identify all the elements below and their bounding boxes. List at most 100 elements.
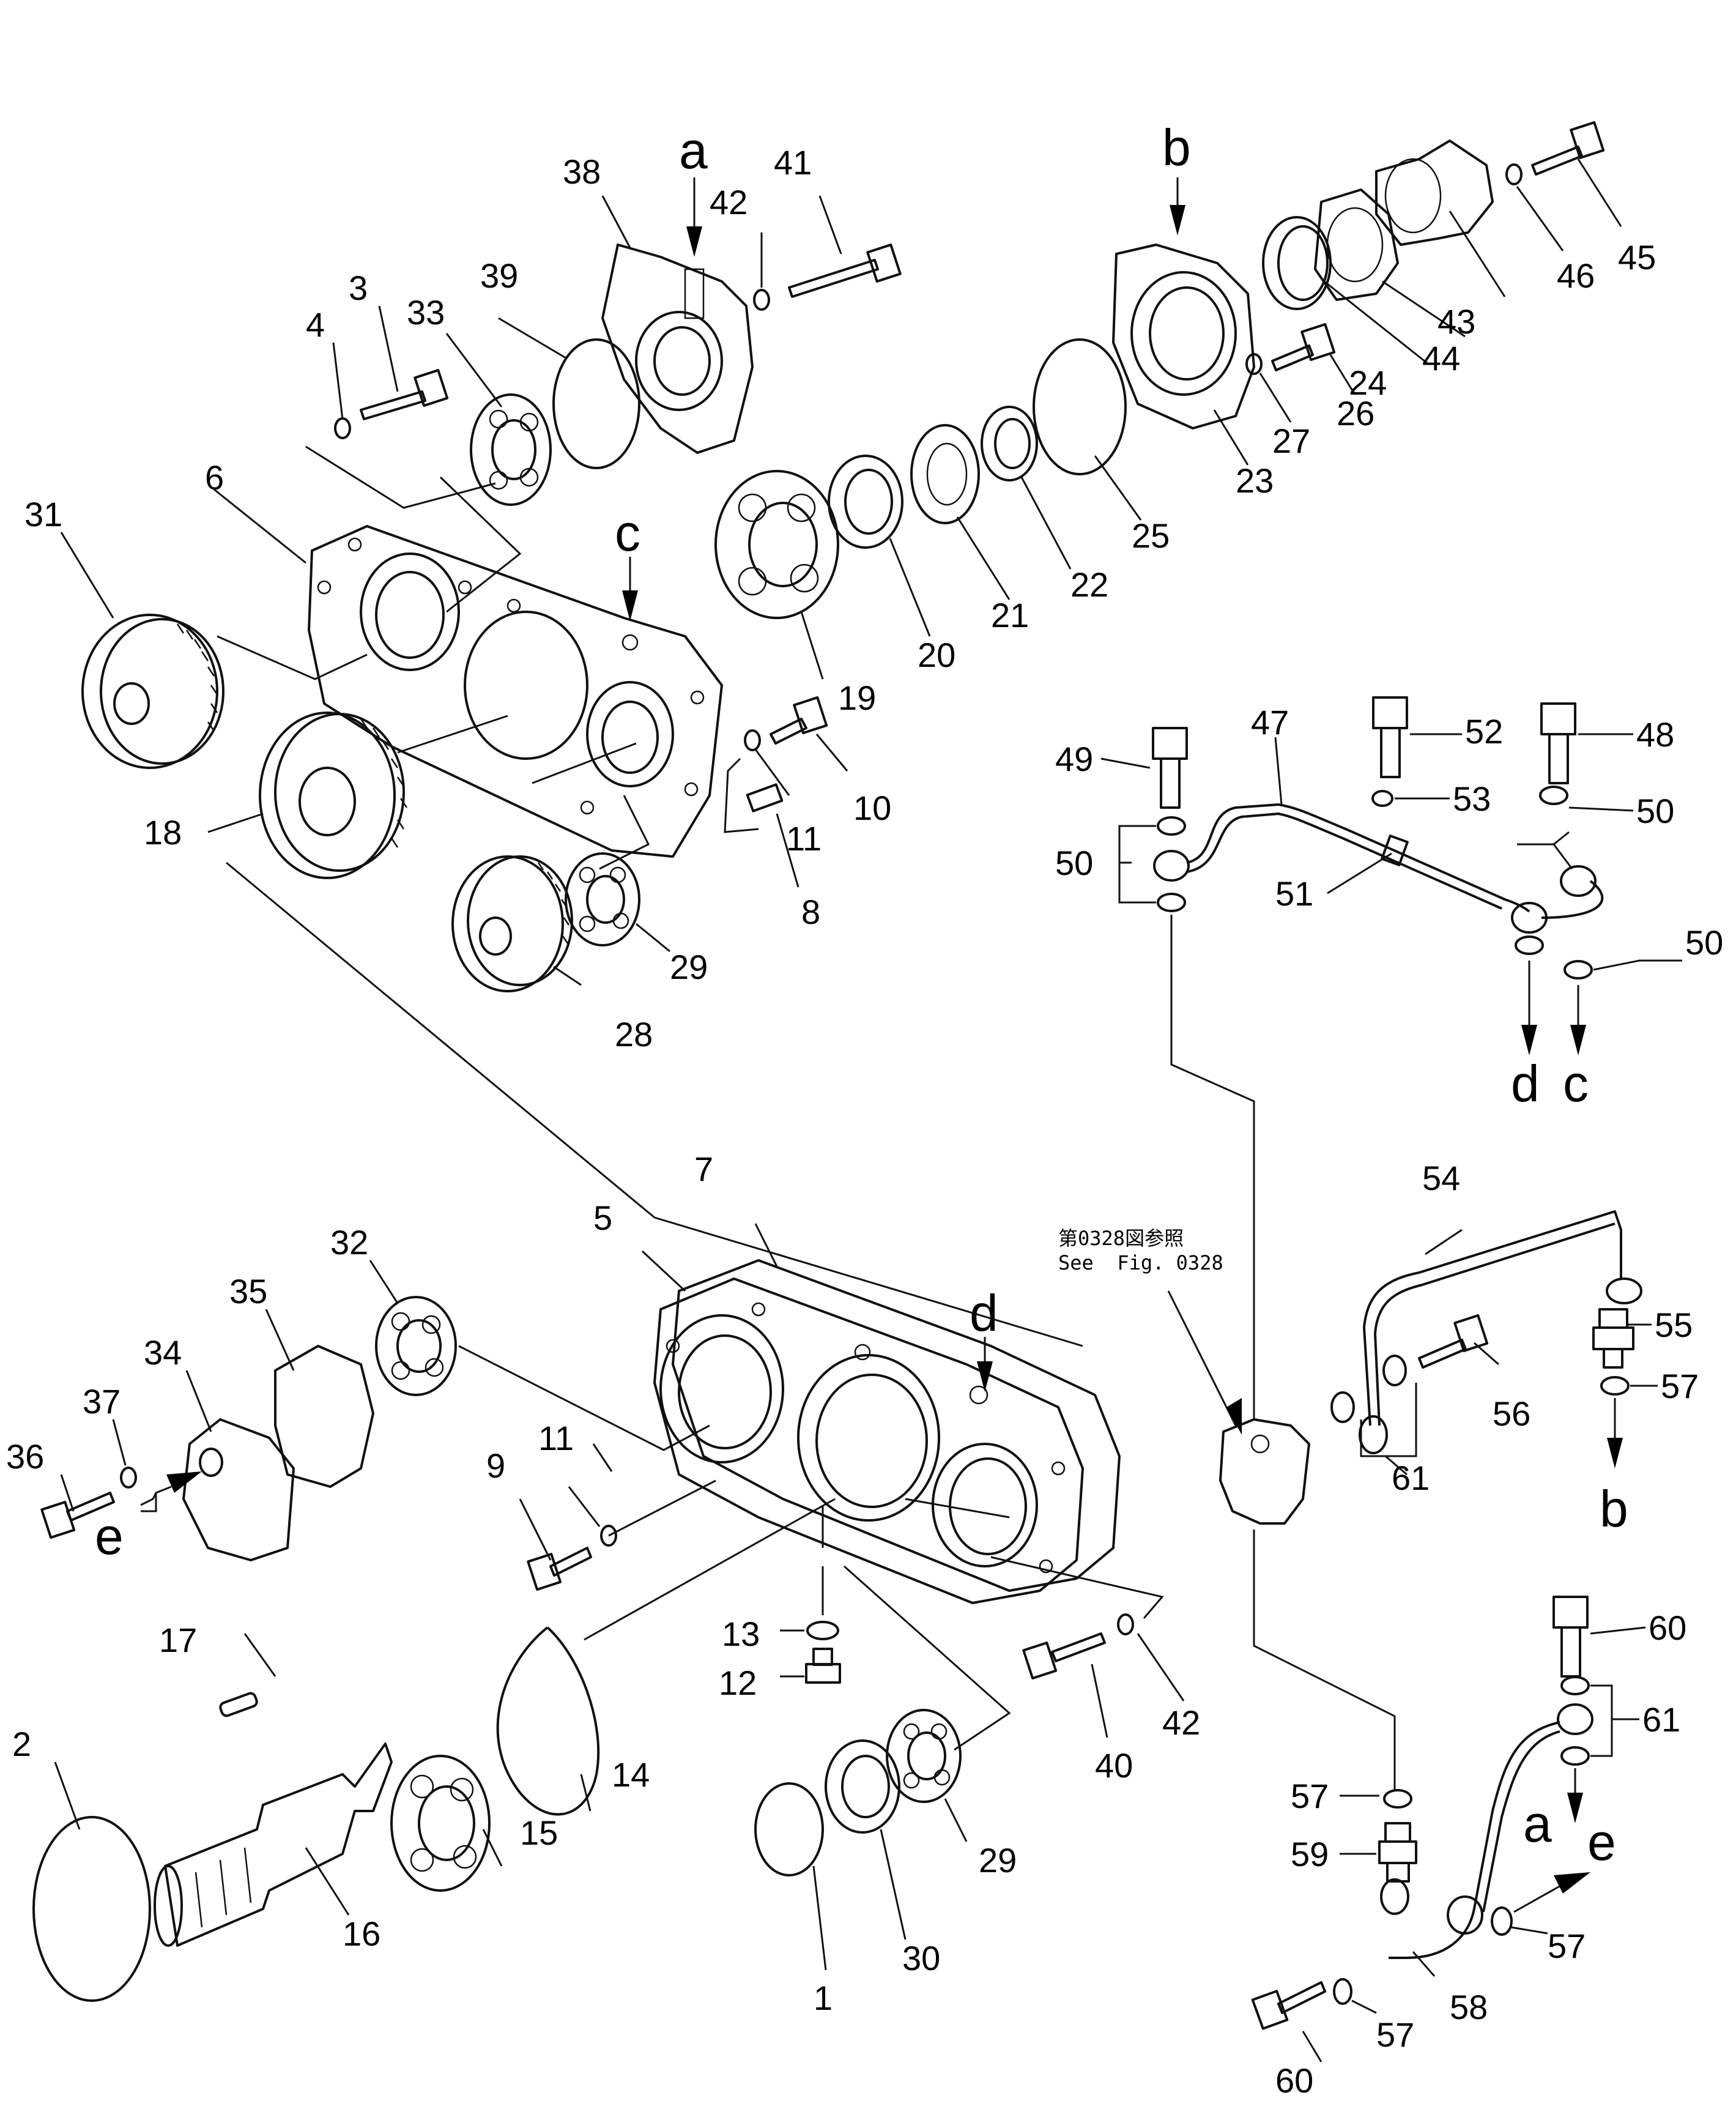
label-60-lower: 60 (1275, 2061, 1313, 2100)
part-50-washer-1 (1157, 816, 1186, 836)
part-60-bolt-lower (1251, 1981, 1326, 2030)
label-61-upper: 61 (1392, 1459, 1430, 1497)
label-25: 25 (1132, 516, 1170, 555)
label-32: 32 (330, 1223, 368, 1262)
label-1: 1 (814, 1979, 833, 2017)
part-26-bolt (1271, 323, 1336, 371)
label-60-upper: 60 (1649, 1608, 1686, 1647)
part-59-connector (1378, 1822, 1417, 1883)
part-50-washer-5 (1564, 960, 1593, 980)
part-42-washer-upper (753, 289, 770, 311)
label-21: 21 (991, 596, 1029, 634)
part-37-washer (120, 1467, 137, 1489)
part-20-race (828, 455, 903, 549)
letter-c-top: c (615, 504, 640, 562)
part-60-bolt-upper (1552, 1596, 1589, 1678)
part-41-bolt (788, 244, 902, 298)
part-61-washer-c (1560, 1676, 1590, 1695)
label-20: 20 (918, 636, 955, 674)
part-44-shim (1314, 188, 1399, 301)
part-6-cover (308, 525, 723, 858)
part-48-banjo-bolt (1540, 702, 1576, 784)
label-15: 15 (520, 1813, 558, 1852)
letter-labels: a b c d e d c b a e (95, 119, 1628, 1871)
part-58-pipe (1389, 1703, 1593, 1959)
label-58: 58 (1450, 1988, 1488, 2026)
part-18-gear (259, 712, 408, 879)
label-17: 17 (159, 1621, 197, 1659)
valve-block (1219, 1418, 1310, 1525)
label-56: 56 (1493, 1394, 1530, 1433)
label-50-left: 50 (1055, 844, 1093, 882)
label-28: 28 (615, 1015, 653, 1054)
part-17-key (219, 1692, 258, 1717)
part-49-banjo-bolt (1152, 727, 1188, 809)
part-45-bolt (1531, 121, 1605, 176)
letter-a-right: a (1523, 1795, 1552, 1853)
label-4: 4 (306, 305, 325, 344)
part-25-o-ring (1033, 338, 1127, 475)
part-57-washer-3 (1380, 1878, 1409, 1915)
part-61-washer-d (1560, 1746, 1590, 1766)
part-7-gasket (672, 1259, 1121, 1592)
reference-note: 第0328図参照 See Fig. 0328 (1058, 1227, 1223, 1274)
label-5: 5 (593, 1199, 612, 1237)
part-42-washer-lower (1117, 1613, 1134, 1635)
label-19: 19 (838, 679, 876, 717)
reference-en: See Fig. 0328 (1058, 1251, 1223, 1274)
label-57-right: 57 (1548, 1927, 1586, 1965)
part-30-race (825, 1739, 900, 1834)
label-42-lower: 42 (1162, 1703, 1200, 1742)
part-47-pipe (1153, 803, 1604, 934)
label-59: 59 (1291, 1835, 1329, 1873)
part-15-bearing (390, 1755, 491, 1892)
label-6: 6 (205, 458, 224, 497)
part-28-gear (451, 855, 573, 992)
part-50-washer-4 (1515, 935, 1544, 955)
part-23-housing (1112, 244, 1255, 429)
label-51: 51 (1275, 874, 1313, 913)
label-7: 7 (694, 1150, 713, 1188)
part-40-bolt (1022, 1632, 1106, 1680)
part-5-case (653, 1277, 1084, 1604)
label-57-bottom: 57 (1376, 2015, 1414, 2054)
label-16: 16 (343, 1914, 380, 1953)
part-50-washer-3 (1539, 786, 1568, 805)
part-34-cover (182, 1418, 295, 1561)
part-number-labels: 1 2 3 4 5 6 7 8 9 10 11 11 12 13 14 15 1… (6, 143, 1723, 2100)
label-8: 8 (801, 893, 820, 931)
part-46-washer (1505, 163, 1523, 185)
part-36-bolt (40, 1492, 115, 1539)
label-22: 22 (1070, 565, 1108, 604)
part-61-washer-b (1382, 1355, 1407, 1386)
label-13: 13 (722, 1615, 760, 1653)
label-49: 49 (1055, 740, 1093, 778)
part-9-bolt (527, 1547, 592, 1591)
part-13-o-ring (806, 1621, 839, 1640)
part-57-washer-1 (1600, 1376, 1630, 1396)
part-55-connector (1592, 1308, 1634, 1369)
part-53-washer (1371, 790, 1393, 807)
label-54: 54 (1422, 1159, 1460, 1197)
reference-jp: 第0328図参照 (1058, 1227, 1184, 1250)
label-39: 39 (480, 256, 518, 295)
label-52: 52 (1465, 712, 1503, 751)
letter-e-right: e (1587, 1813, 1616, 1871)
label-29-upper: 29 (670, 948, 708, 986)
label-41: 41 (774, 143, 812, 182)
label-30: 30 (902, 1939, 940, 1977)
label-43: 43 (1437, 302, 1475, 341)
letter-c-right: c (1563, 1055, 1589, 1112)
part-39-o-ring (552, 338, 640, 469)
part-24-bearing-cup (1262, 216, 1332, 310)
label-50-right-bottom: 50 (1685, 923, 1723, 962)
label-9: 9 (486, 1446, 505, 1485)
label-12: 12 (719, 1664, 757, 1702)
label-27: 27 (1272, 422, 1310, 460)
letter-e-left: e (95, 1508, 124, 1565)
label-18: 18 (144, 813, 182, 852)
label-45: 45 (1618, 238, 1656, 277)
part-57-washer-4 (1491, 1906, 1513, 1936)
label-10: 10 (853, 789, 891, 827)
